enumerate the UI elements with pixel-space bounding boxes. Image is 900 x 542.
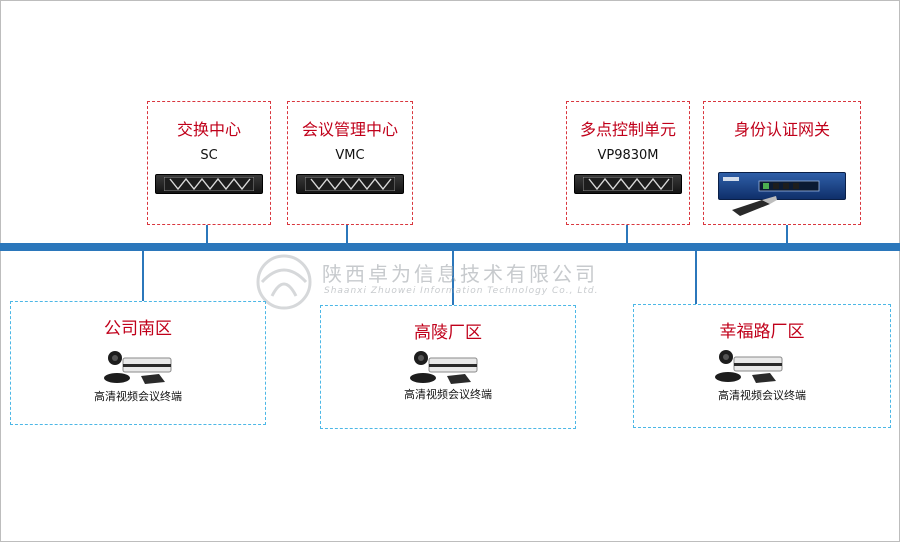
rack-server-icon xyxy=(296,174,404,194)
watermark-company-en: Shaanxi Zhuowei Information Technology C… xyxy=(324,286,599,296)
rack-server-icon xyxy=(574,174,682,194)
video-conference-terminal-icon xyxy=(104,351,172,384)
server-box-sc: 交换中心 SC xyxy=(147,101,271,225)
site-title: 高陵厂区 xyxy=(414,323,482,343)
site-device-label: 高清视频会议终端 xyxy=(94,390,182,403)
rack-server-icon xyxy=(155,174,263,194)
server-box-mcu: 多点控制单元 VP9830M xyxy=(566,101,690,225)
video-conference-terminal-icon xyxy=(410,351,478,384)
server-title: 身份认证网关 xyxy=(733,120,830,139)
gateway-connector xyxy=(786,210,788,244)
site-device-label: 高清视频会议终端 xyxy=(404,388,492,401)
south-site-connector xyxy=(142,251,144,301)
site-box-xingfu: 幸福路厂区 高清视频会议终端 xyxy=(633,304,891,428)
server-model: SC xyxy=(200,148,218,163)
site-box-south: 公司南区 高清视频会议终端 xyxy=(10,301,266,425)
company-logo-icon xyxy=(256,254,312,310)
server-title: 多点控制单元 xyxy=(579,120,676,139)
site-device-label: 高清视频会议终端 xyxy=(718,389,806,402)
gateway-appliance-icon xyxy=(718,172,846,200)
server-model: VMC xyxy=(335,148,365,163)
usb-key-icon xyxy=(732,196,777,216)
site-title: 公司南区 xyxy=(104,319,172,339)
server-box-vmc: 会议管理中心 VMC xyxy=(287,101,413,225)
server-title: 交换中心 xyxy=(176,120,241,139)
server-box-gateway: 身份认证网关 xyxy=(703,101,861,225)
network-bus xyxy=(0,243,900,251)
watermark-company-name: 陕西卓为信息技术有限公司 xyxy=(322,262,598,286)
gaoling-site-connector xyxy=(452,251,454,305)
server-model: VP9830M xyxy=(597,148,659,163)
company-watermark: 陕西卓为信息技术有限公司 Shaanxi Zhuowei Information… xyxy=(250,252,630,312)
site-box-gaoling: 高陵厂区 高清视频会议终端 xyxy=(320,305,576,429)
server-title: 会议管理中心 xyxy=(301,120,398,139)
video-conference-terminal-icon xyxy=(715,350,783,383)
site-title: 幸福路厂区 xyxy=(719,322,805,342)
xingfu-site-connector xyxy=(695,251,697,304)
